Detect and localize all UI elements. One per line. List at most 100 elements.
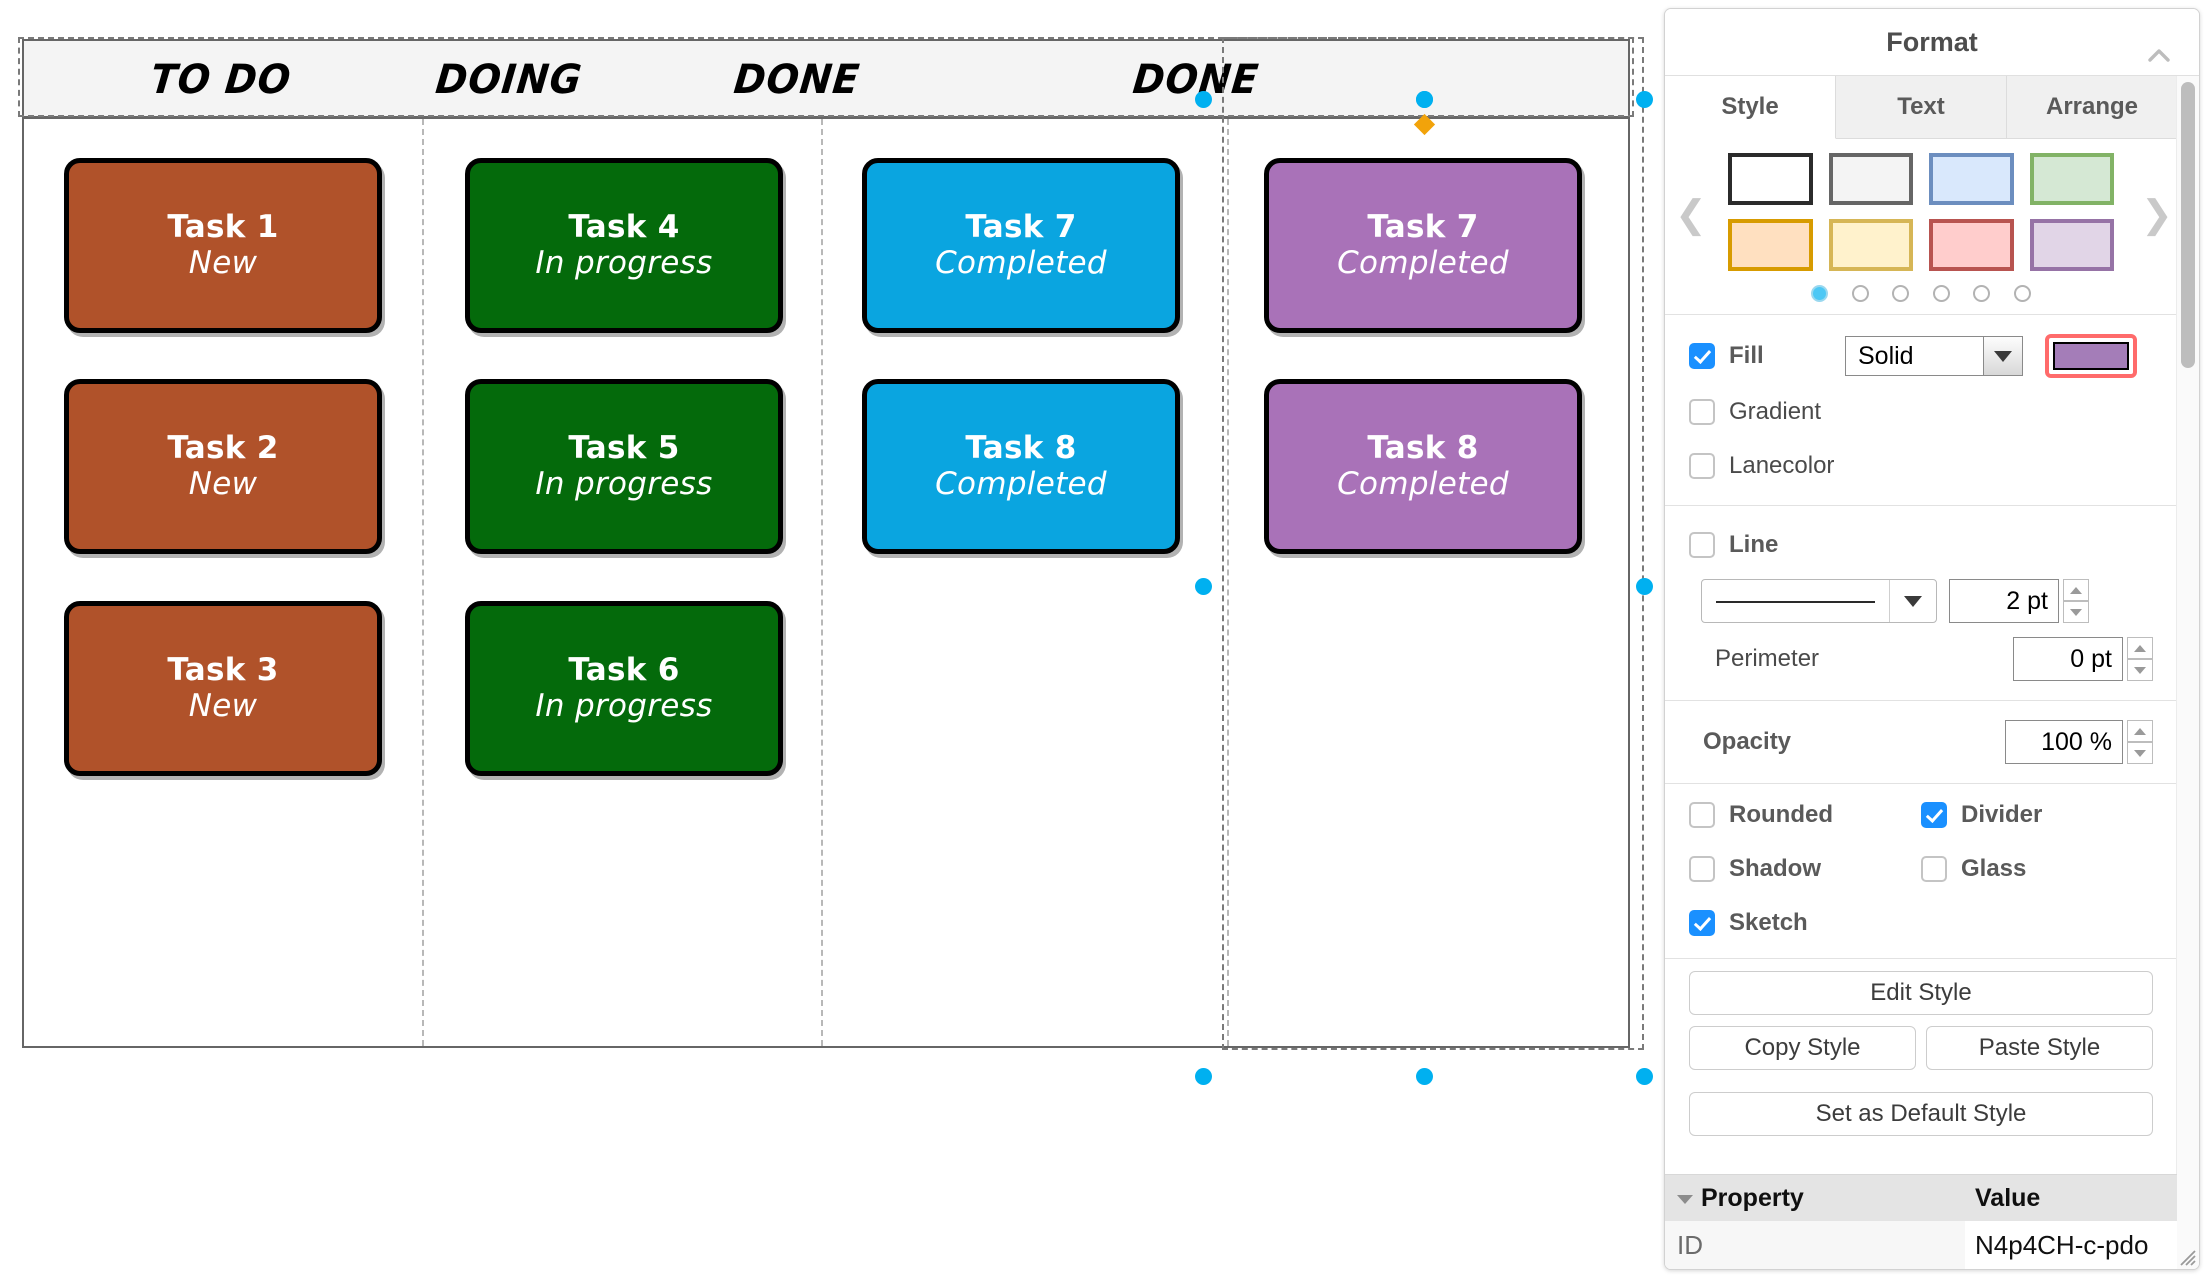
pager-dot-4[interactable] [1932, 285, 1950, 302]
task-card-status: In progress [535, 465, 713, 502]
lanecolor-row: Lanecolor [1665, 439, 2177, 493]
resize-handle-n[interactable] [1415, 90, 1433, 108]
task-card-title: Task 4 [568, 208, 680, 245]
chevron-down-icon [1983, 337, 2022, 375]
line-style-select[interactable] [1701, 579, 1937, 623]
kanban-pool-body [24, 119, 1628, 1046]
value-column-header[interactable]: Value [1975, 1183, 2041, 1212]
task-card-status: Completed [935, 244, 1107, 281]
style-preset-grid [1728, 153, 2114, 271]
task-card-title: Task 5 [568, 429, 680, 466]
task-card-status: Completed [1337, 244, 1509, 281]
task-card[interactable]: Task 8 Completed [862, 379, 1180, 554]
sort-descending-icon [1677, 1195, 1693, 1204]
property-column-header[interactable]: Property [1665, 1184, 1965, 1213]
stepper-up-icon[interactable] [2127, 637, 2153, 659]
format-panel-scrollbar[interactable] [2176, 76, 2199, 1269]
style-preset-swatch[interactable] [1828, 153, 1913, 205]
style-preset-swatch[interactable] [2029, 219, 2114, 271]
perimeter-input[interactable]: 0 pt [2013, 637, 2123, 681]
task-card[interactable]: Task 6 In progress [465, 601, 783, 776]
task-card-title: Task 6 [568, 651, 680, 688]
opacity-label: Opacity [1703, 728, 1792, 755]
resize-handle-e[interactable] [1635, 577, 1653, 595]
pager-dot-1[interactable] [1811, 285, 1828, 302]
tab-style[interactable]: Style [1665, 76, 1836, 139]
paste-style-button[interactable]: Paste Style [1926, 1026, 2153, 1070]
resize-handle-w[interactable] [1194, 577, 1212, 595]
glass-checkbox[interactable] [1921, 856, 1947, 882]
set-default-style-button[interactable]: Set as Default Style [1689, 1092, 2153, 1136]
style-preset-swatch[interactable] [2029, 153, 2114, 205]
opacity-section: Opacity 100 % [1665, 701, 2177, 784]
edit-style-button[interactable]: Edit Style [1689, 971, 2153, 1015]
line-checkbox[interactable] [1689, 532, 1715, 558]
task-card-selected[interactable]: Task 8 Completed [1264, 379, 1582, 554]
lane-title-done-1[interactable]: DONE [731, 55, 863, 103]
style-preset-swatch[interactable] [1728, 153, 1813, 205]
divider-checkbox[interactable] [1921, 802, 1947, 828]
task-card-status: In progress [535, 244, 713, 281]
line-width-stepper[interactable] [2063, 579, 2089, 623]
fill-checkbox[interactable] [1689, 343, 1715, 369]
resize-handle-ne[interactable] [1635, 90, 1653, 108]
diagram-canvas[interactable]: TO DO DOING DONE DONE Task 1 New Task 2 … [0, 0, 1660, 1278]
task-card[interactable]: Task 3 New [64, 601, 382, 776]
pager-dot-3[interactable] [1892, 285, 1910, 302]
style-preset-swatch[interactable] [1728, 219, 1813, 271]
resize-handle-s[interactable] [1415, 1067, 1433, 1085]
resize-handle-n-left[interactable] [1194, 90, 1212, 108]
chevron-left-icon[interactable]: ❮ [1675, 194, 1707, 236]
opacity-stepper[interactable] [2127, 720, 2153, 764]
task-card[interactable]: Task 1 New [64, 158, 382, 333]
chevron-right-icon[interactable]: ❯ [2141, 194, 2173, 236]
stepper-down-icon[interactable] [2127, 659, 2153, 681]
task-card[interactable]: Task 2 New [64, 379, 382, 554]
fill-color-button[interactable] [2045, 334, 2137, 378]
pager-dot-6[interactable] [2013, 285, 2031, 302]
fill-type-select[interactable]: Solid [1845, 336, 2023, 376]
sketch-checkbox[interactable] [1689, 910, 1715, 936]
rounded-checkbox[interactable] [1689, 802, 1715, 828]
shadow-checkbox[interactable] [1689, 856, 1715, 882]
stepper-up-icon[interactable] [2063, 579, 2089, 601]
property-value-cell[interactable]: N4p4CH-c-pdo [1965, 1221, 2177, 1269]
line-width-input[interactable]: 2 pt [1949, 579, 2059, 623]
panel-resize-grip-icon[interactable] [2175, 1245, 2197, 1267]
chevron-down-icon [1889, 580, 1936, 622]
task-card[interactable]: Task 5 In progress [465, 379, 783, 554]
copy-style-button[interactable]: Copy Style [1689, 1026, 1916, 1070]
task-card-title: Task 7 [965, 208, 1077, 245]
rounded-label: Rounded [1729, 801, 1833, 828]
stepper-down-icon[interactable] [2063, 601, 2089, 623]
stepper-up-icon[interactable] [2127, 720, 2153, 742]
chevron-up-icon[interactable] [2145, 28, 2173, 62]
resize-handle-sw[interactable] [1194, 1067, 1212, 1085]
scrollbar-thumb[interactable] [2181, 82, 2195, 368]
style-preset-swatch[interactable] [1828, 219, 1913, 271]
line-label: Line [1729, 531, 1779, 558]
kanban-pool[interactable]: TO DO DOING DONE DONE Task 1 New Task 2 … [22, 39, 1630, 1048]
format-panel-header: Format [1665, 9, 2199, 76]
task-card[interactable]: Task 7 Completed [862, 158, 1180, 333]
tab-text[interactable]: Text [1836, 76, 2007, 138]
style-preset-swatch[interactable] [1929, 219, 2014, 271]
gradient-checkbox[interactable] [1689, 399, 1715, 425]
task-card-selected[interactable]: Task 7 Completed [1264, 158, 1582, 333]
style-preset-swatch[interactable] [1929, 153, 2014, 205]
perimeter-stepper[interactable] [2127, 637, 2153, 681]
task-card[interactable]: Task 4 In progress [465, 158, 783, 333]
task-card-status: New [188, 465, 258, 502]
table-row[interactable]: ID N4p4CH-c-pdo [1665, 1221, 2177, 1269]
lanecolor-checkbox[interactable] [1689, 453, 1715, 479]
pager-dot-5[interactable] [1973, 285, 1991, 302]
pager-dot-2[interactable] [1851, 285, 1869, 302]
format-panel: Format Style Text Arrange ❮ ❯ [1664, 8, 2200, 1270]
stepper-down-icon[interactable] [2127, 742, 2153, 764]
tab-arrange[interactable]: Arrange [2007, 76, 2177, 138]
opacity-input[interactable]: 100 % [2005, 720, 2123, 764]
perimeter-row: Perimeter 0 pt [1665, 630, 2177, 688]
property-table: Property Value ID N4p4CH-c-pdo [1665, 1174, 2177, 1269]
resize-handle-se[interactable] [1635, 1067, 1653, 1085]
